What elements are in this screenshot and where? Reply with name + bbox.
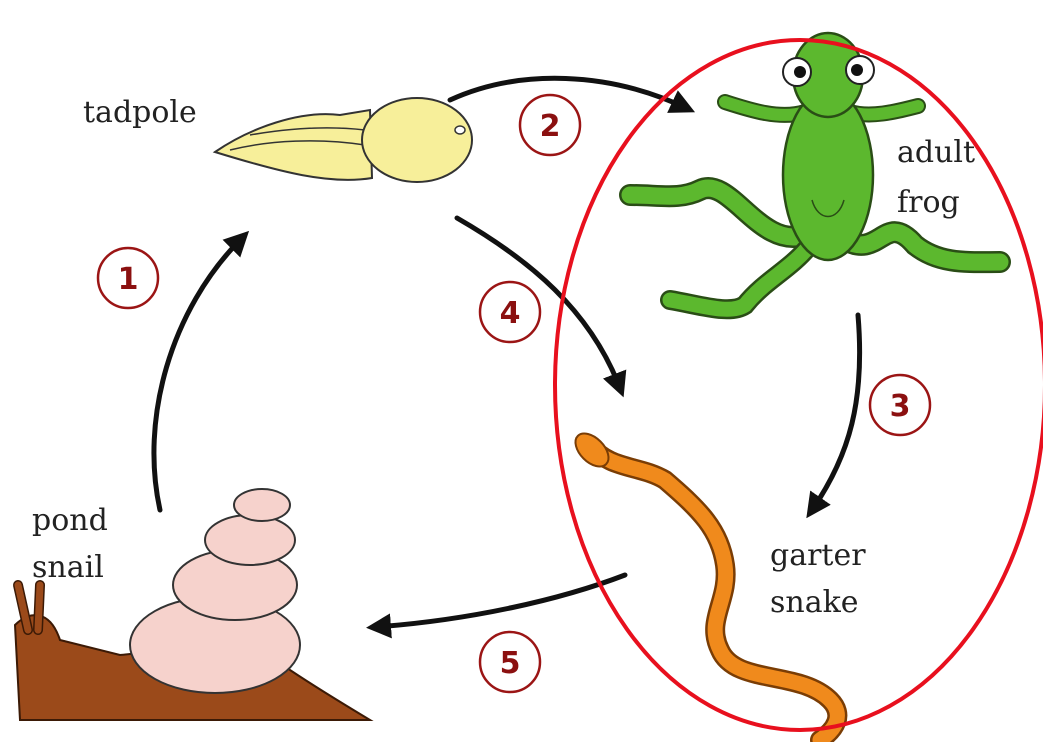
step-4-number: 4	[500, 296, 521, 331]
adult-frog-label-line1: adult	[897, 135, 975, 170]
step-3-number: 3	[890, 389, 911, 424]
arrow-3	[812, 315, 860, 510]
step-3: 3	[870, 375, 930, 435]
step-4: 4	[480, 282, 540, 342]
step-5-number: 5	[500, 646, 521, 681]
step-1: 1	[98, 248, 158, 308]
adult-frog-label-line2: frog	[897, 185, 960, 220]
step-5: 5	[480, 632, 540, 692]
garter-snake-label-line2: snake	[770, 585, 859, 620]
step-1-number: 1	[118, 262, 139, 297]
step-2: 2	[520, 95, 580, 155]
arrow-1	[154, 238, 242, 510]
frog-icon	[630, 33, 1000, 309]
arrow-5	[376, 575, 625, 627]
garter-snake-label-line1: garter	[770, 538, 866, 573]
tadpole-label: tadpole	[83, 95, 197, 130]
snake-icon	[569, 427, 837, 740]
step-2-number: 2	[540, 109, 561, 144]
tadpole-icon	[215, 98, 472, 182]
pond-snail-label-line1: pond	[32, 503, 108, 538]
pond-snail-label-line2: snail	[32, 550, 104, 585]
